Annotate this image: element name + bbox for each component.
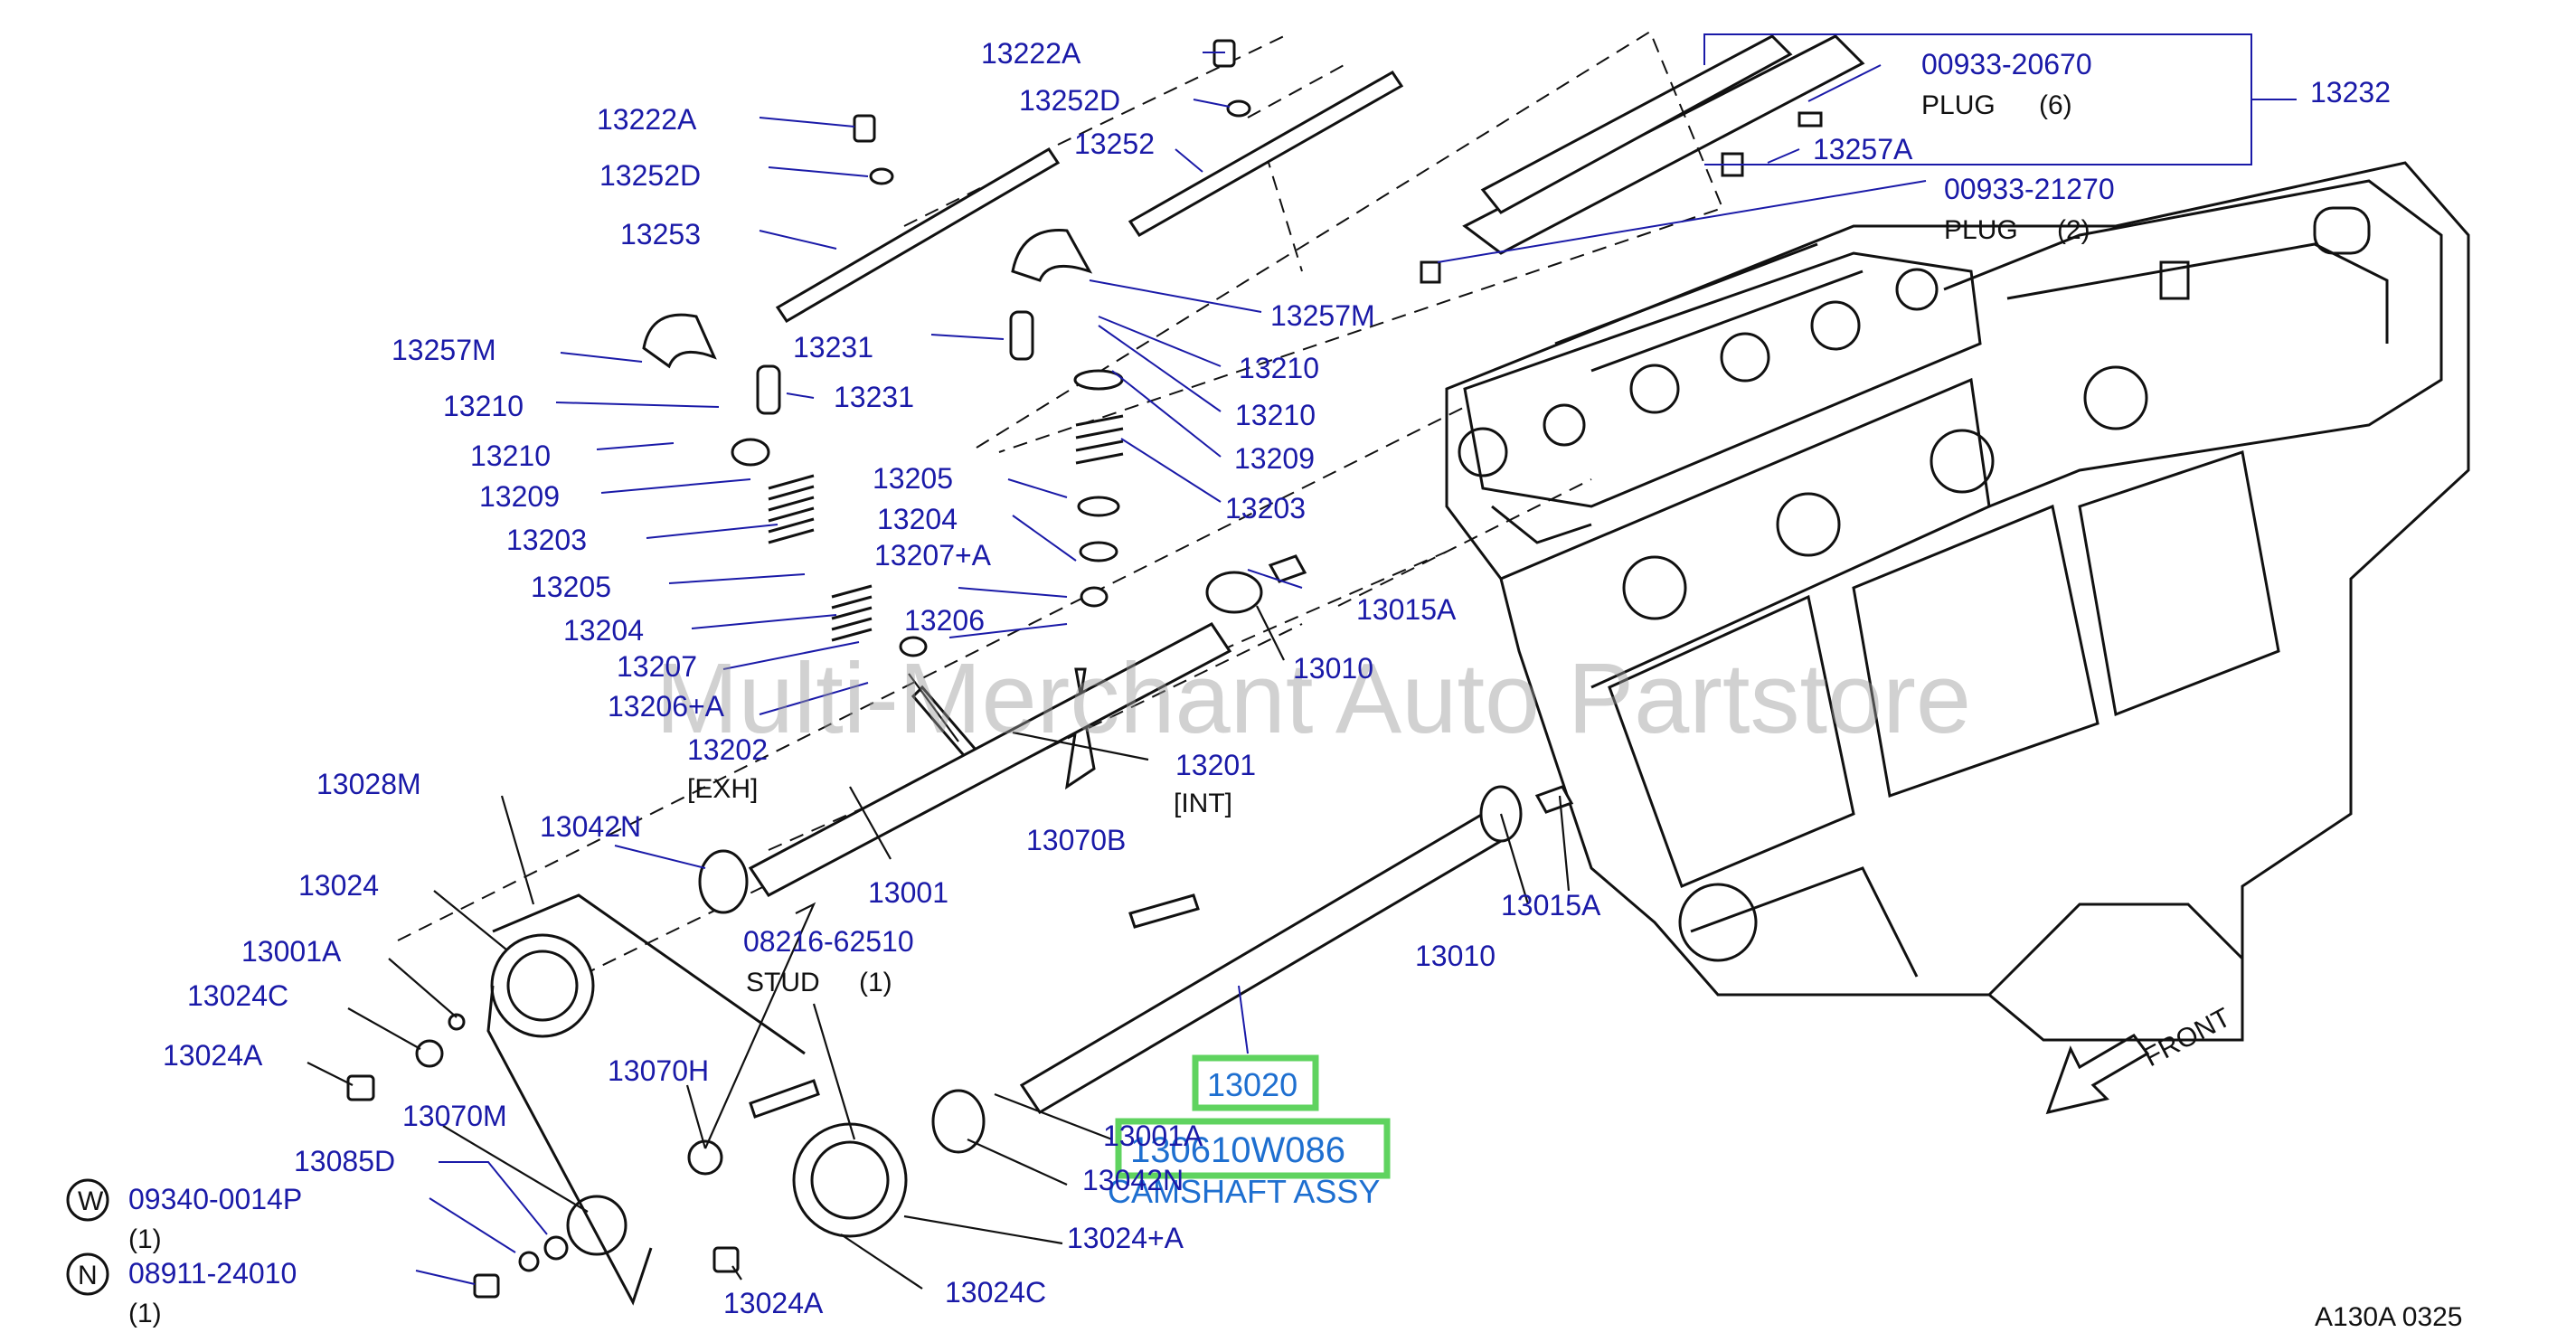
label-13209-l[interactable]: 13209 [479,480,560,513]
w-code: W [78,1186,104,1216]
label-13204-m[interactable]: 13204 [877,503,958,535]
label-13001A-left[interactable]: 13001A [241,935,342,968]
label-00933-20670[interactable]: 00933-20670 [1921,48,2092,80]
label-13232[interactable]: 13232 [2310,76,2391,109]
label-13070H[interactable]: 13070H [608,1054,709,1087]
label-13252[interactable]: 13252 [1074,128,1155,160]
part-labels: 13222A 13252D 13252 00933-20670 PLUG (6)… [66,37,2391,1328]
label-13253[interactable]: 13253 [620,218,701,250]
label-13010-bot[interactable]: 13010 [1415,940,1496,972]
label-13024A-left[interactable]: 13024A [163,1039,263,1072]
label-13207A[interactable]: 13207+A [874,539,992,572]
n-badge-icon [66,1252,109,1296]
label-13207[interactable]: 13207 [617,650,697,683]
part-shapes [346,39,1574,1306]
label-13210-r2[interactable]: 13210 [1235,399,1316,431]
n-qty: (1) [128,1299,162,1328]
label-13257M-right[interactable]: 13257M [1270,299,1375,332]
highlight-box-oem-no [1115,1118,1391,1179]
label-13209-r[interactable]: 13209 [1234,442,1315,475]
label-13231-left[interactable]: 13231 [834,381,914,413]
label-13015A-bot[interactable]: 13015A [1501,889,1601,921]
label-13205-l[interactable]: 13205 [531,571,611,603]
label-13222A-left[interactable]: 13222A [597,103,697,136]
dashed-guides [397,30,1724,987]
label-13257M-left[interactable]: 13257M [392,334,496,366]
label-plug-6: PLUG [1921,90,1996,120]
label-13024C-bot[interactable]: 13024C [945,1276,1046,1309]
label-13206A[interactable]: 13206+A [608,690,725,723]
label-08911-24010[interactable]: 08911-24010 [128,1257,297,1290]
label-exh: [EXH] [687,774,758,804]
watermark-text: Multi-Merchant Auto Partstore [656,643,1971,754]
label-13210-r1[interactable]: 13210 [1239,352,1319,384]
label-13257A[interactable]: 13257A [1813,133,1913,165]
label-13024C-left[interactable]: 13024C [187,979,288,1012]
label-13252D-left[interactable]: 13252D [599,159,701,192]
label-stud: STUD [746,968,820,997]
leader-lines [307,33,2297,1290]
figure-code: A130A 0325 [2315,1302,2463,1332]
highlight-part-no[interactable]: 13020 [1207,1066,1297,1103]
label-13210-l1[interactable]: 13210 [443,390,524,422]
label-13206[interactable]: 13206 [904,604,985,637]
label-13010-top[interactable]: 13010 [1293,652,1373,685]
n-code: N [78,1261,98,1290]
label-13015A-top[interactable]: 13015A [1356,593,1457,626]
w-badge-icon [66,1178,109,1222]
label-13070M[interactable]: 13070M [402,1100,507,1132]
label-13024A-bot[interactable]: 13024A [723,1287,824,1319]
label-13202[interactable]: 13202 [687,733,768,766]
label-stud-qty: (1) [859,968,892,997]
label-13042N-top[interactable]: 13042N [540,810,641,843]
label-13024A-plus[interactable]: 13024+A [1067,1222,1184,1254]
label-13210-l2[interactable]: 13210 [470,439,551,472]
label-plug-6-qty: (6) [2039,90,2072,120]
label-13070B[interactable]: 13070B [1026,824,1126,856]
label-13222A-top[interactable]: 13222A [981,37,1081,70]
highlight-oem-no[interactable]: 130610W086 [1130,1130,1345,1170]
label-13001[interactable]: 13001 [868,876,948,909]
label-08216-62510[interactable]: 08216-62510 [743,925,914,958]
highlighted-part[interactable]: 13020 130610W086 CAMSHAFT ASSY [1108,1054,1391,1210]
legend-w: W 09340-0014P (1) [66,1178,302,1254]
label-13252D-top[interactable]: 13252D [1019,84,1120,117]
label-13028M[interactable]: 13028M [316,768,421,800]
label-00933-21270[interactable]: 00933-21270 [1944,173,2115,205]
label-13201[interactable]: 13201 [1175,749,1256,781]
label-plug-2: PLUG [1944,215,2018,245]
front-arrow-icon [2045,1034,2150,1115]
label-13024[interactable]: 13024 [298,869,379,902]
label-13001A-bot[interactable]: 13001A [1103,1120,1203,1152]
highlight-part-name: CAMSHAFT ASSY [1108,1173,1380,1210]
engine-block-illustration [1420,34,2470,1042]
label-13204-l[interactable]: 13204 [563,614,644,647]
label-13042N-bot[interactable]: 13042N [1082,1164,1184,1196]
label-13231-mid[interactable]: 13231 [793,331,873,364]
highlight-box-part-no [1192,1054,1319,1111]
label-13203-l[interactable]: 13203 [506,524,587,556]
legend-n: N 08911-24010 (1) [66,1252,297,1328]
label-09340-0014P[interactable]: 09340-0014P [128,1183,302,1215]
label-13203-r[interactable]: 13203 [1225,492,1306,525]
label-13085D[interactable]: 13085D [294,1145,395,1177]
label-13205-m[interactable]: 13205 [873,462,953,495]
label-plug-2-qty: (2) [2057,215,2090,245]
w-qty: (1) [128,1224,162,1254]
label-int: [INT] [1174,789,1232,818]
